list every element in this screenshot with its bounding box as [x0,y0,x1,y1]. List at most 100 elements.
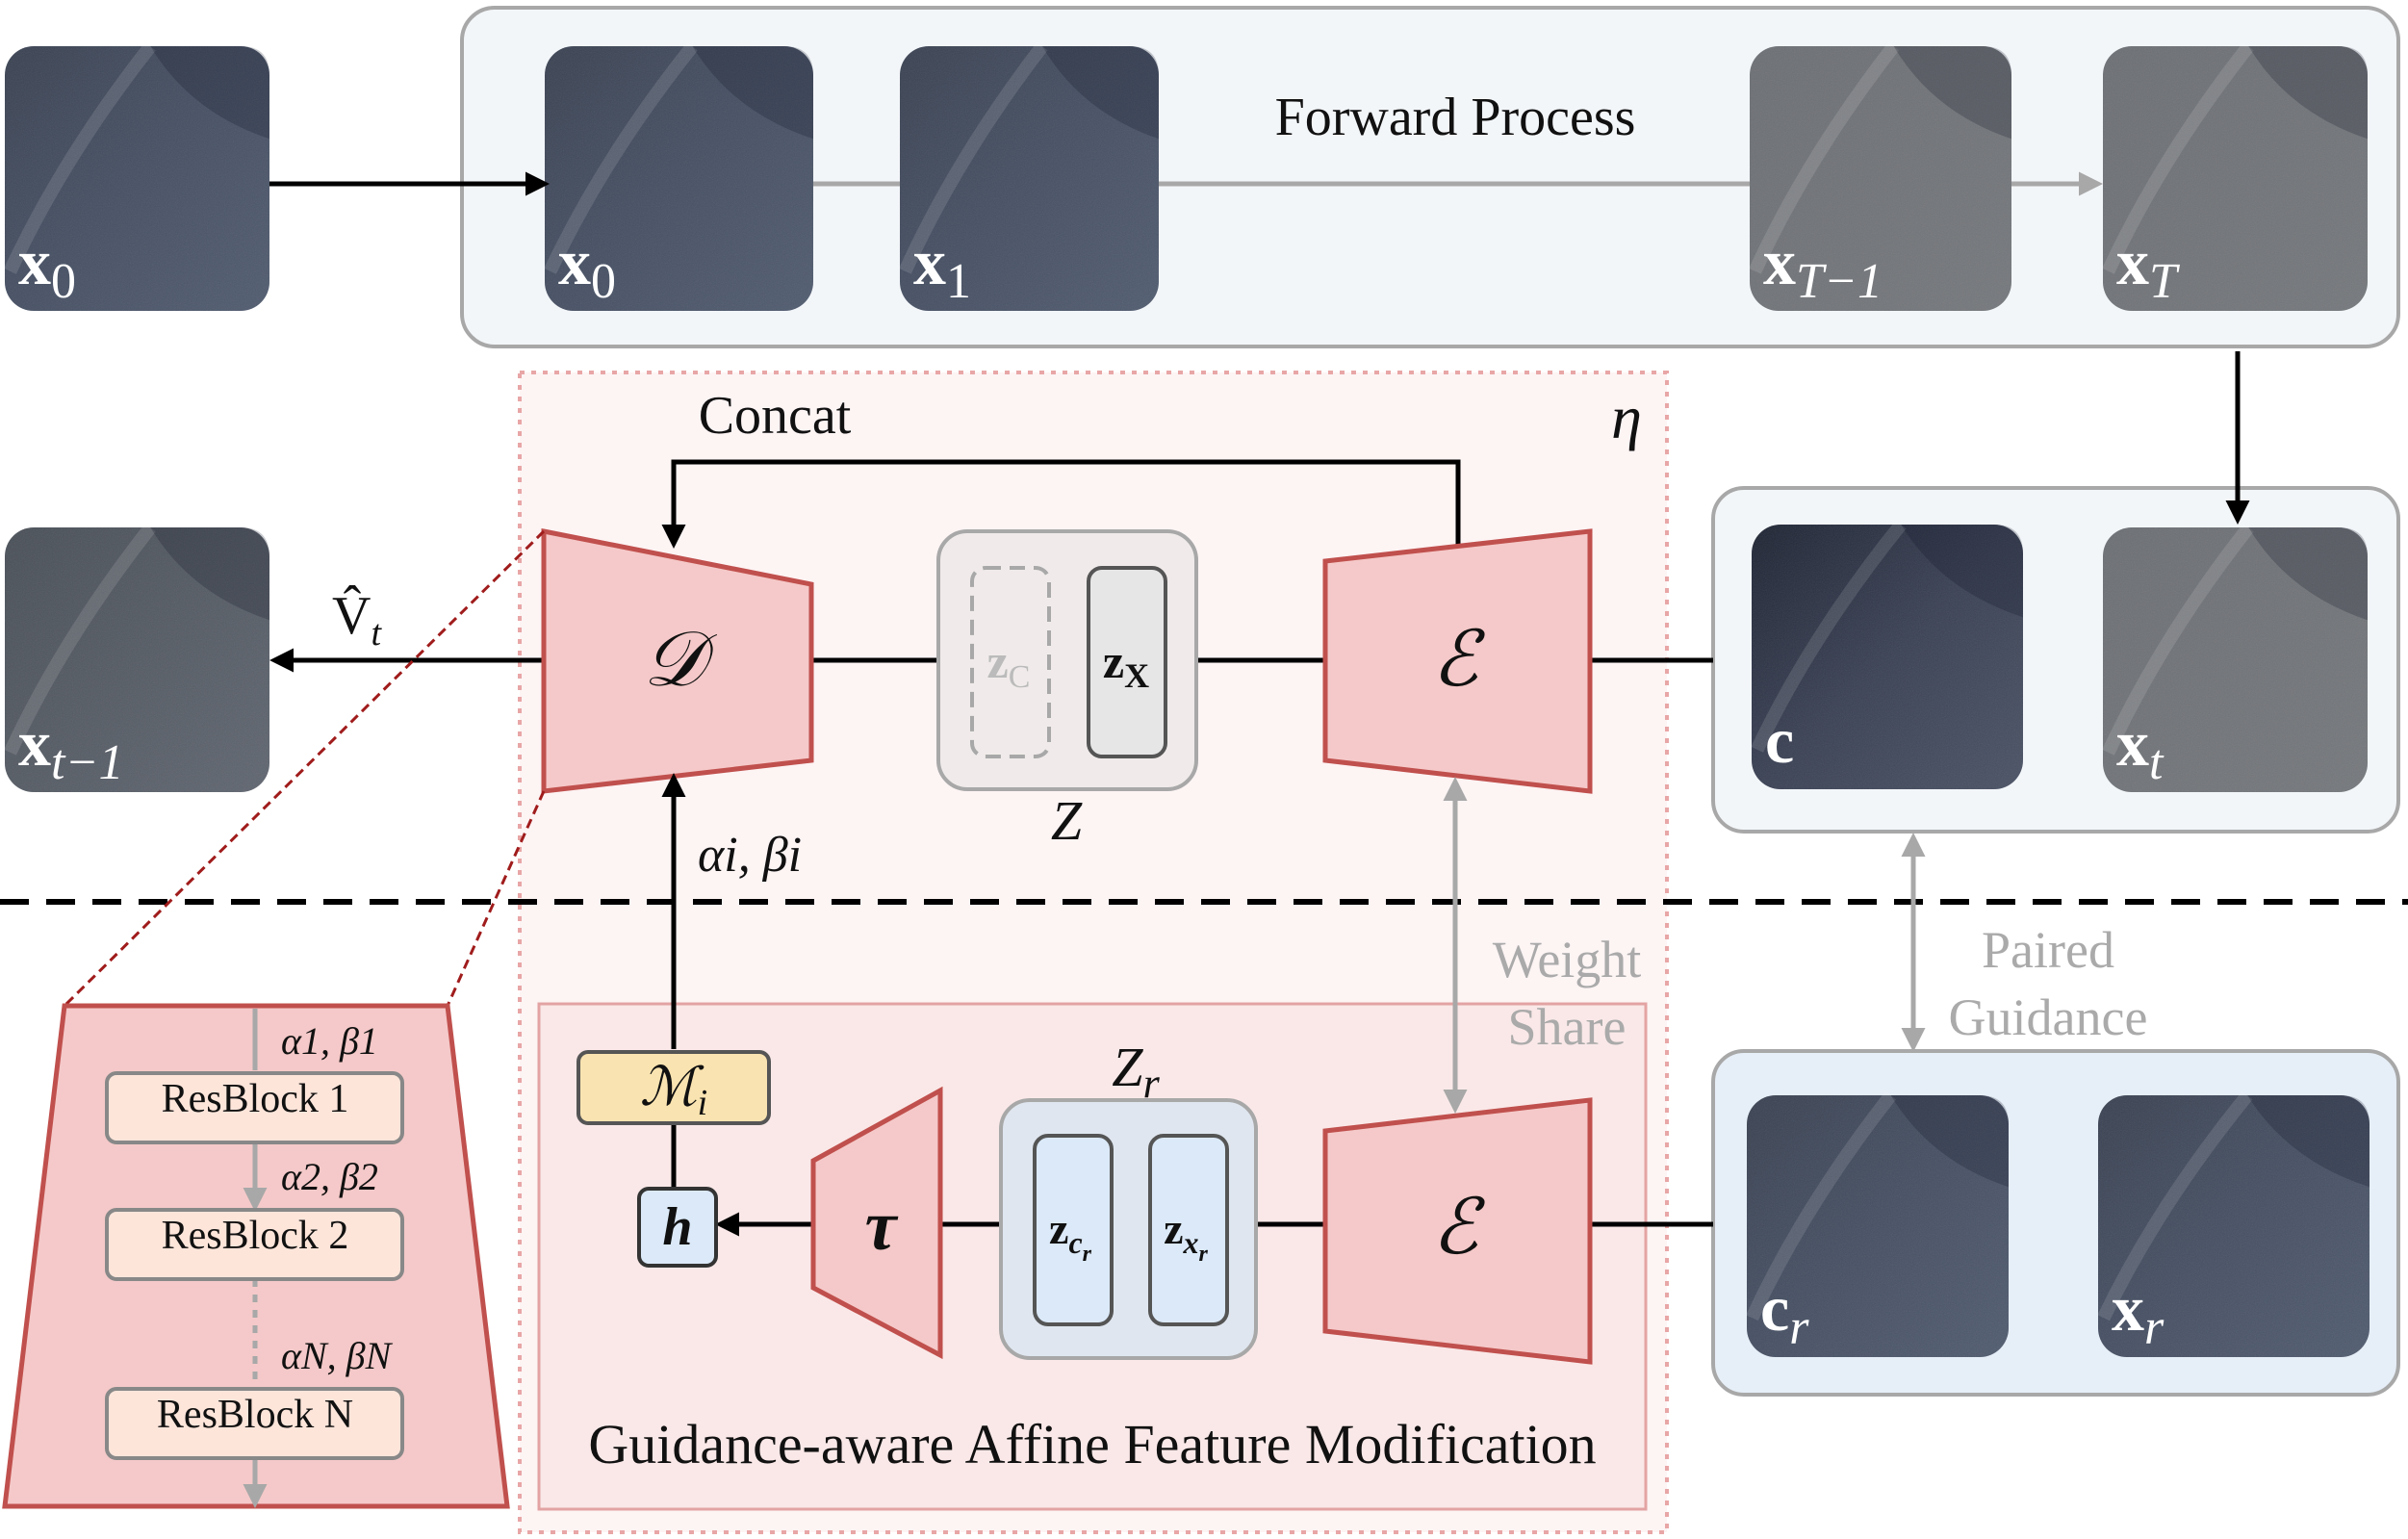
image-xt-label-main: x [2116,706,2149,780]
latent-zxr-label: zxr [1164,1204,1208,1267]
image-xt-grain [2103,527,2368,792]
image-x1: x1 [899,41,1159,311]
image-xt: xt [2102,523,2368,792]
image-cr: cr [1746,1090,2009,1357]
image-x1-plane [1041,46,1159,140]
zxr-sub: x [1183,1225,1199,1260]
image-xr-plane [2247,1095,2370,1188]
eta-label: η [1611,383,1642,451]
image-c-plane [1901,525,2023,618]
M-main: ℳ [640,1058,704,1117]
image-xt-minus-1-label-sub: t−1 [51,735,124,790]
zcr-sub: c [1068,1225,1082,1260]
zcr-subsub: r [1083,1242,1092,1267]
image-xr-label: xr [2112,1271,2165,1355]
latent-zc-label: zC [987,634,1031,695]
image-xr: xr [2097,1090,2370,1357]
image-xT-minus-1-label-main: x [1763,225,1796,298]
Zr-sub: r [1143,1060,1161,1107]
forward-process-label: Forward Process [1275,88,1636,147]
tau-symbol: τ [865,1187,899,1266]
gafm-label: Guidance-aware Affine Feature Modificati… [588,1413,1596,1475]
tau-block [810,1086,943,1360]
concat-connector [661,459,1461,549]
resblock-N-label: ResBlock N [157,1393,353,1437]
image-x0-input-label-main: x [18,225,51,298]
image-xT-label-main: x [2116,225,2149,298]
M-sub: i [698,1083,708,1123]
image-x0-grain [545,46,813,311]
image-xT-minus-1: xT−1 [1749,41,2011,311]
latent-Z-label: Z [1051,789,1083,852]
h-symbol: h [662,1197,692,1257]
paired-label: Paired [1982,921,2114,979]
M-symbol: ℳi [640,1058,707,1123]
zx-sub: X [1124,656,1149,695]
image-x1-label-main: x [913,225,946,298]
zoom-line-top [63,529,546,1008]
image-c: c [1751,520,2023,789]
encoder-block-bottom [1322,1097,1593,1365]
image-xT: xT [2102,41,2368,311]
zoom-line-bottom [446,790,546,1007]
M-box [576,1050,771,1125]
image-c-edge [1751,520,1907,753]
image-x0-input-plane [150,46,269,140]
image-xT-minus-1-label: xT−1 [1763,225,1883,309]
image-cr-edge [1746,1090,1897,1321]
zxr-main: z [1164,1204,1183,1253]
image-xt-minus-1-label: xt−1 [18,706,124,790]
image-xr-edge [2097,1090,2253,1321]
image-xT-label: xT [2116,225,2180,309]
image-xt-edge [2102,523,2254,756]
image-xt-minus-1: xt−1 [4,523,269,792]
image-c-grain [1752,525,2023,789]
image-cr-label-main: c [1760,1271,1789,1345]
Zr-main: Z [1112,1036,1143,1098]
resblock-1 [105,1071,404,1144]
image-x0-plane [692,46,813,140]
image-xt-label: xt [2116,706,2165,790]
resblock-2 [105,1208,404,1281]
image-cr-plane [1890,1095,2009,1188]
alpha-beta-i-label: αi, βi [698,828,802,883]
image-xt-minus-1-plane [150,527,269,621]
image-cr-grain [1747,1095,2009,1357]
resblock-2-label: ResBlock 2 [162,1214,349,1258]
image-x0: x0 [544,41,813,311]
share-label: Share [1508,998,1627,1056]
image-c-label-main: c [1765,704,1794,777]
image-xT-minus-1-grain [1750,46,2011,311]
image-x1-edge [899,41,1048,274]
weight-label: Weight [1493,931,1642,988]
image-x0-label-main: x [558,225,591,298]
h-box [637,1187,718,1268]
encoder-symbol-bottom: ℰ [1432,1186,1486,1270]
concat-label: Concat [699,386,852,446]
alpha-beta-1: α1, β1 [281,1019,378,1063]
image-x0-label: x0 [558,225,616,309]
image-xr-grain [2098,1095,2370,1357]
image-x0-label-sub: 0 [591,254,616,309]
image-xT-minus-1-edge [1749,41,1900,274]
latent-zx-slot [1087,566,1167,758]
image-cr-label-sub: r [1789,1300,1809,1355]
latent-zxr-slot [1148,1134,1229,1326]
alpha-beta-N: αN, βN [281,1334,394,1377]
image-xT-plane [2248,46,2368,140]
zc-main: z [987,634,1009,688]
image-xr-label-main: x [2112,1271,2144,1345]
v-hat-label: V̂t [332,584,382,654]
decoder-block [541,527,814,794]
image-xT-label-sub: T [2149,254,2180,309]
image-xt-minus-1-label-main: x [18,706,51,780]
zc-sub: C [1009,659,1031,695]
image-xt-minus-1-grain [5,527,269,792]
zx-main: z [1103,634,1124,688]
zxr-subsub: r [1199,1242,1209,1267]
image-x0-input-grain [5,46,269,311]
image-x1-grain [900,46,1159,311]
image-xT-minus-1-plane [1893,46,2011,140]
alpha-beta-2: α2, β2 [281,1155,378,1198]
image-xt-plane [2248,527,2368,621]
